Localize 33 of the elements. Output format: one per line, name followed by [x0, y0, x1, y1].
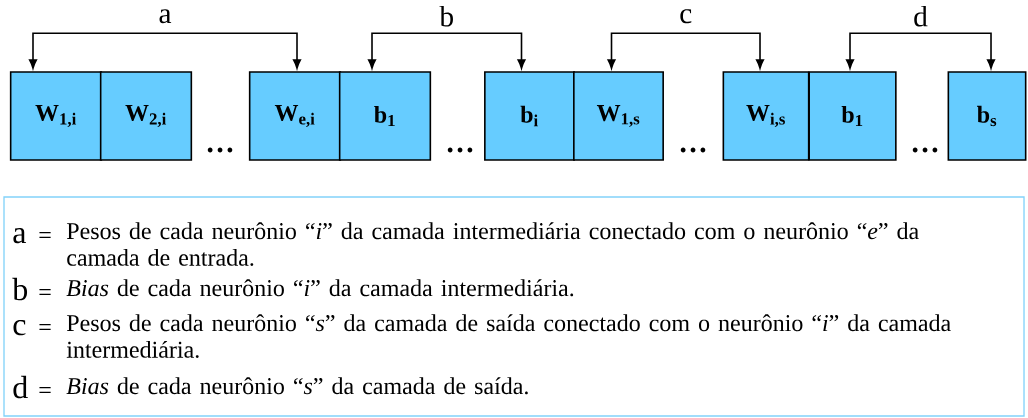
memory-cell: b$_{s}$ [947, 71, 1027, 161]
edge-label: c [680, 9, 692, 24]
memory-cell: W$_{i,s}$ [722, 71, 810, 161]
ellipsis: … [207, 147, 233, 153]
bracket-arrow [845, 32, 996, 69]
key-definition: Pesos de cada neurônio “s” da camada de saída conectado com o neurônio “i” da camada intermediária. [66, 314, 951, 358]
equals-sign: = [39, 232, 51, 239]
ellipsis: … [912, 147, 938, 153]
memory-cell: W$_{2,i}$ [99, 71, 193, 161]
bracket-arrow [367, 32, 526, 69]
equals-sign: = [39, 387, 51, 394]
memory-cell: W$_{e,i}$ [248, 71, 342, 161]
bracket-arrow [607, 32, 765, 69]
ellipsis: … [680, 147, 706, 153]
equals-sign: = [39, 289, 51, 296]
key-definition: Bias de cada neurônio “i” da camada intermediária. [66, 279, 574, 297]
memory-cell: W$_{1,i}$ [9, 71, 103, 161]
key-letter: c [13, 319, 26, 336]
equals-sign: = [39, 324, 51, 331]
edge-label: d [914, 5, 928, 27]
key-definition: Bias de cada neurônio “s” da camada de saída. [66, 377, 528, 395]
ellipsis: … [447, 147, 473, 153]
key-definition: Pesos de cada neurônio “i” da camada intermediária conectado com o neurônio “e” da camada de entrada. [66, 222, 919, 266]
memory-cell: b$_{1}$ [808, 71, 897, 161]
memory-cell: b$_{1}$ [338, 71, 432, 161]
key-letter: d [13, 375, 28, 399]
edge-label: a [159, 9, 172, 24]
memory-cell: b$_{i}$ [484, 71, 575, 161]
key-letter: b [12, 277, 28, 301]
edge-label: b [439, 5, 453, 27]
key-letter: a [13, 228, 27, 244]
memory-cell: W$_{1,s}$ [573, 71, 664, 161]
bracket-arrow [28, 32, 302, 69]
